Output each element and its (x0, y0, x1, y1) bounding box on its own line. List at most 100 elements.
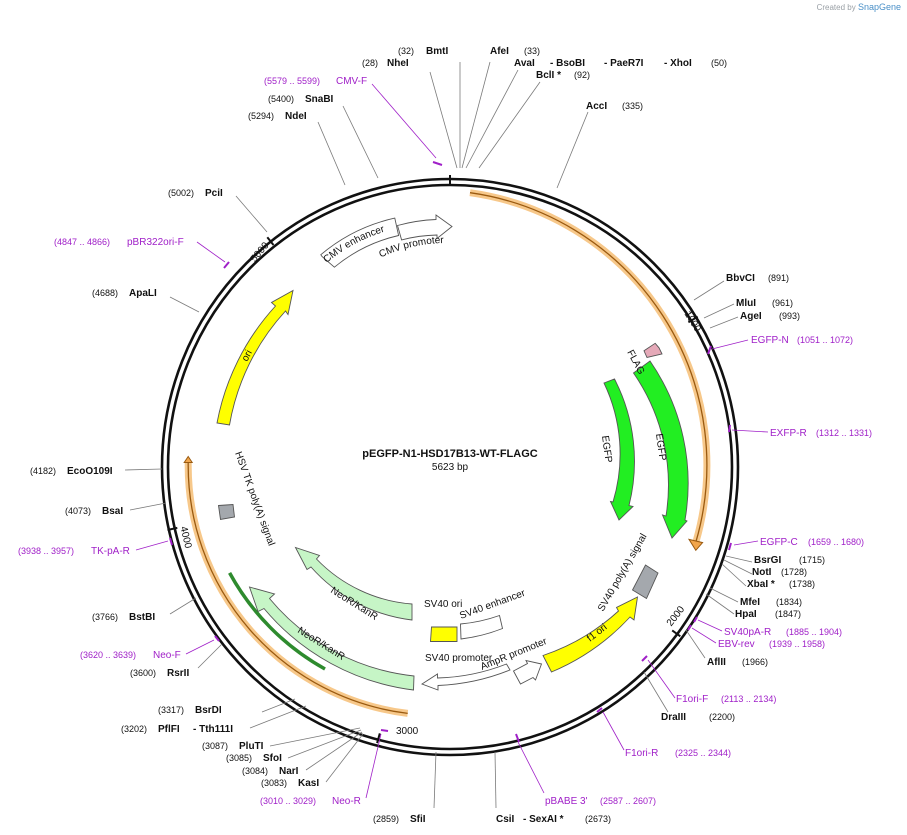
feature-sv40-ori[interactable] (430, 626, 458, 642)
site-draiii[interactable]: DraIII (661, 712, 686, 723)
feature-sv40-polya[interactable] (631, 564, 659, 600)
feature-egfp-inner[interactable] (603, 378, 635, 521)
leader-aval (465, 69, 519, 169)
site-csii[interactable]: CsiI (496, 814, 515, 825)
pos-acci: (335) (622, 101, 643, 111)
site-snabi[interactable]: SnaBI (305, 94, 334, 105)
primer-range-neo-r: (3010 .. 3029) (260, 796, 316, 806)
site-ndei[interactable]: NdeI (285, 111, 307, 122)
leader-bsrdi (261, 698, 296, 713)
site-ecoo109i[interactable]: EcoO109I (67, 466, 113, 477)
primer-sv40pa-r[interactable]: SV40pA-R (724, 627, 771, 638)
site-sfii[interactable]: SfiI (410, 814, 426, 825)
site-mlui[interactable]: MluI (736, 298, 756, 309)
feature-egfp-outer[interactable] (632, 360, 689, 539)
site-bcli[interactable]: BclI * (536, 70, 561, 81)
primer-range-exfp-r: (1312 .. 1331) (816, 428, 872, 438)
feature-flag[interactable] (643, 342, 663, 359)
primer-pbr322[interactable]: pBR322ori-F (127, 237, 184, 248)
primer-egfp-c[interactable]: EGFP-C (760, 537, 798, 548)
site-pflfi[interactable]: PflFI (158, 724, 180, 735)
leader-sfii (433, 751, 437, 809)
primer-range-egfp-c: (1659 .. 1680) (808, 537, 864, 547)
site-aflii[interactable]: AflII (707, 657, 726, 668)
primer-tk-pa-r[interactable]: TK-pA-R (91, 546, 130, 557)
site-xbai[interactable]: XbaI * (747, 579, 775, 590)
pos-agei: (993) (779, 311, 800, 321)
site-bbvci[interactable]: BbvCI (726, 273, 755, 284)
pos-mlui: (961) (772, 298, 793, 308)
primer-ebv-rev[interactable]: EBV-rev (718, 639, 755, 650)
feature-neo-kanr-inner[interactable] (294, 546, 413, 621)
leader-snabi (342, 105, 379, 179)
site-pcii[interactable]: PciI (205, 188, 223, 199)
leader-egfp-n (711, 339, 749, 350)
site-pluti[interactable]: PluTI (239, 741, 264, 752)
primer-neo-r[interactable]: Neo-R (332, 796, 361, 807)
site-rsrii[interactable]: RsrII (167, 668, 189, 679)
feature-ori[interactable] (216, 289, 294, 426)
tick-5000-mark (266, 236, 275, 246)
primer-cmv-f[interactable]: CMV-F (336, 76, 367, 87)
pos-pflfi: (3202) (121, 724, 147, 734)
site-aval[interactable]: AvaI (514, 58, 535, 69)
feature-ampr-promoter[interactable] (512, 659, 543, 685)
primer-mark-tk-pa-r (169, 537, 173, 546)
primer-f1ori-r[interactable]: F1ori-R (625, 748, 658, 759)
feature-f1-ori[interactable] (542, 596, 639, 673)
primer-neo-f[interactable]: Neo-F (153, 650, 181, 661)
site-bstbi[interactable]: BstBI (129, 612, 155, 623)
site-bsrdi[interactable]: BsrDI (195, 705, 222, 716)
site-bsai[interactable]: BsaI (102, 506, 123, 517)
leader-pluti (269, 727, 361, 747)
feature-cmv-promoter[interactable] (396, 214, 453, 241)
label-cmv-enhancer: CMV enhancer (321, 224, 386, 266)
site-acci[interactable]: AccI (586, 101, 607, 112)
site-kasi[interactable]: KasI (298, 778, 319, 789)
primer-range-f1ori-f: (2113 .. 2134) (721, 694, 776, 704)
site-afei[interactable]: AfeI (490, 46, 509, 57)
pos-xbai: (1738) (789, 579, 815, 589)
tick-1000-mark (687, 315, 699, 324)
orf-arrow-head-neo (183, 455, 194, 463)
site-bsobi[interactable]: - BsoBI (550, 58, 585, 69)
pos-pcii: (5002) (168, 188, 194, 198)
orf-arrow-head (687, 538, 704, 552)
site-apali[interactable]: ApaLI (129, 288, 157, 299)
feature-cmv-enhancer[interactable] (320, 217, 400, 268)
pos-apali: (4688) (92, 288, 118, 298)
site-sfoi[interactable]: SfoI (263, 753, 282, 764)
site-bmti[interactable]: BmtI (426, 46, 448, 57)
leader-pbabe (517, 741, 545, 794)
feature-sv40-promoter[interactable] (421, 663, 511, 691)
primer-range-sv40pa-r: (1885 .. 1904) (786, 627, 842, 637)
pos-bbvci: (891) (768, 273, 789, 283)
leader-sv40pa-r (697, 619, 723, 632)
primer-f1ori-f[interactable]: F1ori-F (676, 694, 708, 705)
site-bsrgi[interactable]: BsrGI (754, 555, 781, 566)
site-paer7i[interactable]: - PaeR7I (604, 58, 644, 69)
feature-hsv-tk-polya[interactable] (217, 504, 235, 521)
site-tth111i[interactable]: - Tth111I (193, 724, 233, 735)
primer-exfp-r[interactable]: EXFP-R (770, 428, 807, 439)
plasmid-size: 5623 bp (432, 462, 469, 473)
pos-snabi: (5400) (268, 94, 294, 104)
primer-egfp-n[interactable]: EGFP-N (751, 335, 789, 346)
label-ori: ori (240, 348, 255, 363)
site-noti[interactable]: NotI (752, 567, 772, 578)
site-sexai[interactable]: - SexAI * (523, 814, 564, 825)
label-sv40-promoter: SV40 promoter (425, 653, 493, 664)
site-nari[interactable]: NarI (279, 766, 299, 777)
site-nhei[interactable]: NheI (387, 58, 409, 69)
feature-neo-kanr-outer[interactable] (248, 586, 415, 691)
pos-bstbi: (3766) (92, 612, 118, 622)
primer-pbabe[interactable]: pBABE 3' (545, 796, 588, 807)
site-hpai[interactable]: HpaI (735, 609, 757, 620)
site-agei[interactable]: AgeI (740, 311, 762, 322)
feature-sv40-enhancer[interactable] (460, 614, 504, 640)
leader-bcli (478, 81, 541, 169)
primer-mark-pbabe (515, 733, 520, 743)
site-xhoi[interactable]: - XhoI (664, 58, 692, 69)
tick-4000-mark (167, 526, 178, 531)
site-mfei[interactable]: MfeI (740, 597, 760, 608)
